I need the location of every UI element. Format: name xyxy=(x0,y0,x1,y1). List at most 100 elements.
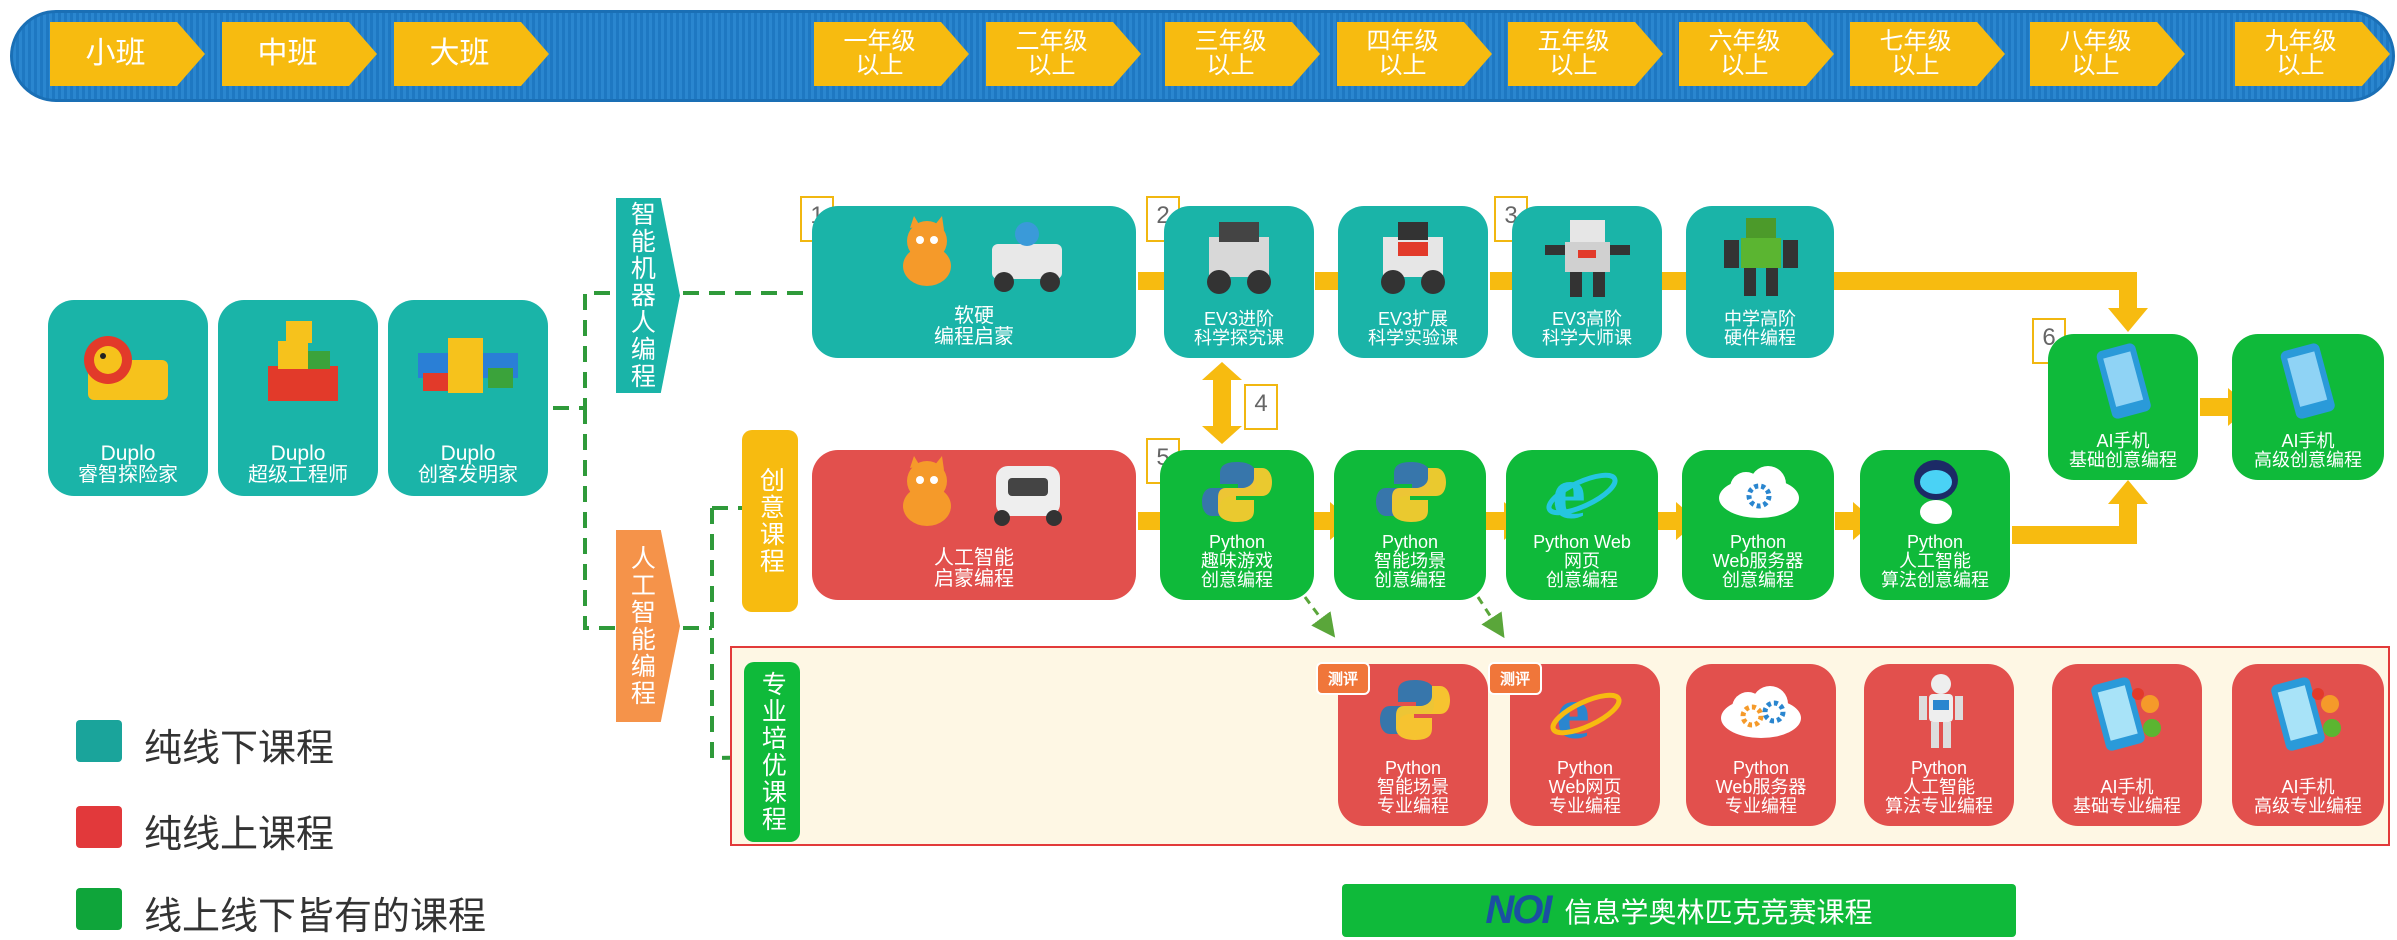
course-duplo-inventor[interactable]: Duplo 创客发明家 xyxy=(388,300,548,496)
python-logo-icon xyxy=(1200,458,1274,530)
python-logo-icon xyxy=(1378,676,1452,748)
robot-car-icon xyxy=(982,214,1072,299)
grade-chevron: 五年级 以上 xyxy=(1508,22,1663,86)
course-title: Python xyxy=(1381,532,1439,553)
course-subtitle: 高级专业编程 xyxy=(2254,796,2362,817)
grade-chevron: 七年级 以上 xyxy=(1850,22,2005,86)
course-subtitle: 智能场景 xyxy=(1374,551,1446,572)
course-subtitle: Web网页 xyxy=(1548,777,1622,798)
course-subtitle: 专业编程 xyxy=(1377,796,1449,817)
course-subtitle: 算法创意编程 xyxy=(1881,570,1989,591)
course-title: Python xyxy=(1910,758,1968,779)
eval-badge: 测评 xyxy=(1318,664,1369,693)
course-subtitle: 睿智探险家 xyxy=(78,464,178,486)
grade-chevron: 二年级 以上 xyxy=(986,22,1141,86)
noi-logo: NOI xyxy=(1485,888,1552,932)
course-subtitle: Web服务器 xyxy=(1715,777,1807,798)
course-title: Python xyxy=(1732,758,1790,779)
grade-chevron: 八年级 以上 xyxy=(2030,22,2185,86)
course-python-webserver[interactable]: Python Web服务器 创意编程 xyxy=(1682,450,1834,600)
legend-swatch-online xyxy=(76,806,122,848)
scratch-cat-icon xyxy=(892,216,962,296)
robot-head-icon xyxy=(1904,456,1968,530)
course-python-web[interactable]: e Python Web 网页 创意编程 xyxy=(1506,450,1658,600)
grade-chevron: 大班 xyxy=(394,22,549,86)
track-label-pro: 专业培优课程 xyxy=(744,662,800,842)
course-title: EV3扩展 xyxy=(1377,309,1449,330)
course-ai-phone-advanced-creative[interactable]: AI手机 高级创意编程 xyxy=(2232,334,2384,480)
course-subtitle: 科学实验课 xyxy=(1368,328,1458,349)
phone-apps-icon xyxy=(2088,674,2168,758)
course-subtitle: 趣味游戏 xyxy=(1201,551,1273,572)
grade-chevron: 六年级 以上 xyxy=(1679,22,1834,86)
course-ai-phone-basic-creative[interactable]: AI手机 基础创意编程 xyxy=(2048,334,2198,480)
course-title: AI手机 xyxy=(2281,431,2335,452)
course-subtitle: 人工智能 xyxy=(1899,551,1971,572)
course-ai-intro[interactable]: 人工智能 启蒙编程 xyxy=(812,450,1136,600)
cloud-gear-icon xyxy=(1718,684,1804,744)
course-ev3-advanced[interactable]: EV3进阶 科学探究课 xyxy=(1164,206,1314,358)
phone-icon xyxy=(2092,342,2152,426)
course-subtitle: 创客发明家 xyxy=(418,464,518,486)
course-subtitle: 智能场景 xyxy=(1377,777,1449,798)
course-title: AI手机 xyxy=(2281,777,2335,798)
legend-label: 纯线下课程 xyxy=(144,728,335,770)
course-subtitle: 网页 xyxy=(1564,551,1600,572)
course-subtitle: 编程启蒙 xyxy=(934,326,1014,348)
course-python-ai-pro[interactable]: Python 人工智能 算法专业编程 xyxy=(1864,664,2014,826)
humanoid-robot-icon xyxy=(1914,672,1968,756)
scratch-cat-icon xyxy=(892,456,962,536)
grade-chevron: 中班 xyxy=(222,22,377,86)
phone-icon xyxy=(2276,342,2336,426)
svg-text:e: e xyxy=(1556,676,1590,746)
phone-apps-icon xyxy=(2268,674,2348,758)
course-title: AI手机 xyxy=(2100,777,2154,798)
course-hardware[interactable]: 中学高阶 硬件编程 xyxy=(1686,206,1834,358)
course-subtitle: 创意编程 xyxy=(1374,570,1446,591)
course-subtitle: 启蒙编程 xyxy=(934,568,1014,590)
legend-label: 纯线上课程 xyxy=(144,814,335,856)
robot-bot-icon xyxy=(988,458,1068,533)
cloud-gear-icon xyxy=(1716,464,1802,524)
course-duplo-explorer[interactable]: Duplo 睿智探险家 xyxy=(48,300,208,496)
course-subtitle: 创意编程 xyxy=(1546,570,1618,591)
course-title: 中学高阶 xyxy=(1724,309,1796,330)
grade-chevron: 四年级 以上 xyxy=(1337,22,1492,86)
course-title: Python Web xyxy=(1533,532,1631,553)
ev3-robot-icon xyxy=(1368,212,1458,301)
course-ai-phone-basic-pro[interactable]: AI手机 基础专业编程 xyxy=(2052,664,2202,826)
noi-course-bar[interactable]: NOI 信息学奥林匹克竞赛课程 xyxy=(1342,884,2016,937)
course-subtitle: 创意编程 xyxy=(1722,570,1794,591)
course-duplo-engineer[interactable]: Duplo 超级工程师 xyxy=(218,300,378,496)
course-ai-phone-advanced-pro[interactable]: AI手机 高级专业编程 xyxy=(2232,664,2384,826)
course-subtitle: 科学探究课 xyxy=(1194,328,1284,349)
course-python-scene[interactable]: Python 智能场景 创意编程 xyxy=(1334,450,1486,600)
course-title: Python xyxy=(1556,758,1614,779)
course-python-ai[interactable]: Python 人工智能 算法创意编程 xyxy=(1860,450,2010,600)
track-label-creative: 创意课程 xyxy=(742,430,798,612)
lego-lion-icon xyxy=(78,330,178,415)
ie-browser-icon: e xyxy=(1544,451,1620,535)
legend-swatch-offline xyxy=(76,720,122,762)
course-ev3-extended[interactable]: EV3扩展 科学实验课 xyxy=(1338,206,1488,358)
course-subtitle: 专业编程 xyxy=(1725,796,1797,817)
course-subtitle: 创意编程 xyxy=(1201,570,1273,591)
svg-text:e: e xyxy=(1552,456,1586,526)
course-title: Duplo xyxy=(270,441,326,465)
course-subtitle: 高级创意编程 xyxy=(2254,450,2362,471)
course-python-game[interactable]: Python 趣味游戏 创意编程 xyxy=(1160,450,1314,600)
course-python-webserver-pro[interactable]: Python Web服务器 专业编程 xyxy=(1686,664,1836,826)
step-tag: 4 xyxy=(1244,384,1278,430)
course-robot-intro[interactable]: 软硬 编程启蒙 xyxy=(812,206,1136,358)
course-title: Python xyxy=(1384,758,1442,779)
course-title: AI手机 xyxy=(2096,431,2150,452)
lego-tower-icon xyxy=(258,316,348,416)
course-title: Python xyxy=(1729,532,1787,553)
grade-chevron: 三年级 以上 xyxy=(1165,22,1320,86)
course-subtitle: 基础创意编程 xyxy=(2069,450,2177,471)
course-ev3-master[interactable]: EV3高阶 科学大师课 xyxy=(1512,206,1662,358)
course-title: EV3高阶 xyxy=(1551,309,1623,330)
course-title: Duplo xyxy=(440,441,496,465)
course-subtitle: 专业编程 xyxy=(1549,796,1621,817)
ev3-humanoid-icon xyxy=(1540,210,1635,304)
